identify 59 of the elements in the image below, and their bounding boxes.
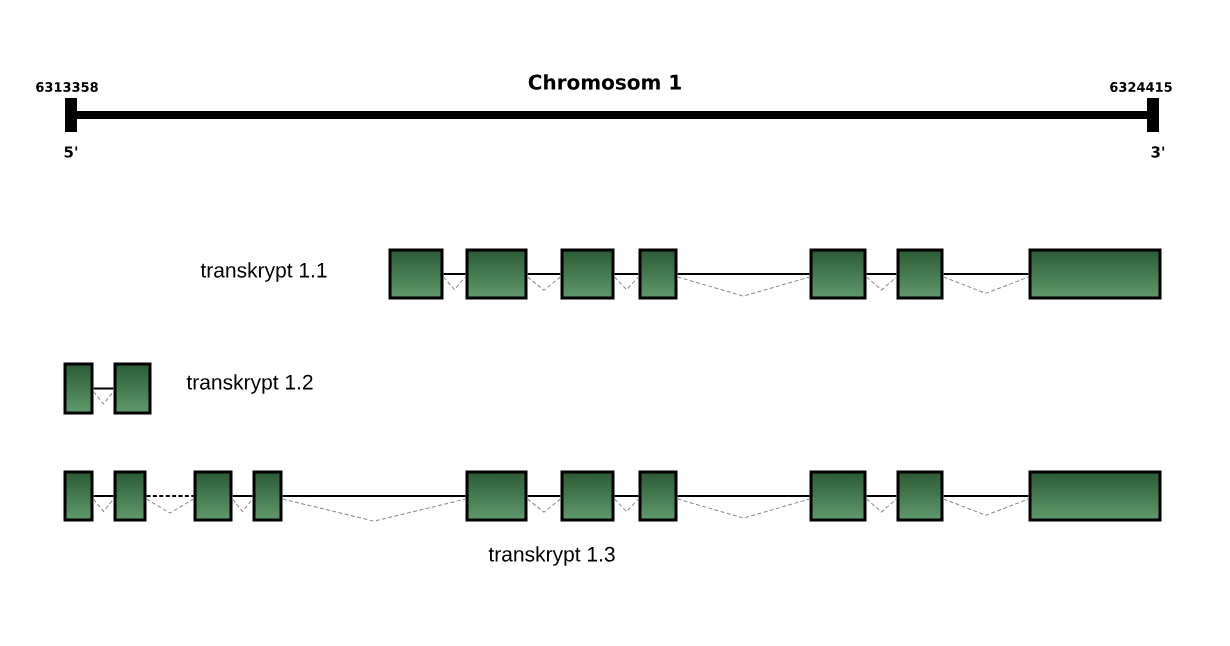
exon-box bbox=[113, 362, 152, 415]
exon-box bbox=[896, 248, 944, 300]
splice-line bbox=[866, 498, 897, 513]
intron-line bbox=[942, 495, 1030, 497]
intron-line bbox=[145, 495, 195, 497]
exon-box bbox=[638, 470, 678, 522]
exon-box bbox=[113, 470, 147, 522]
title: Chromosom 1 bbox=[528, 74, 681, 90]
splice-line bbox=[93, 391, 114, 405]
intron-line bbox=[92, 495, 115, 497]
exon-box bbox=[252, 470, 283, 522]
splice-line bbox=[93, 498, 114, 512]
coordinate-label: 6324415 bbox=[1110, 82, 1172, 92]
splice-line bbox=[943, 498, 1029, 516]
intron-line bbox=[676, 273, 811, 275]
exon-box bbox=[465, 248, 528, 300]
strand-end-label: 5' bbox=[64, 146, 78, 158]
exon-box bbox=[809, 470, 867, 522]
intron-line bbox=[613, 273, 640, 275]
splice-line bbox=[677, 498, 810, 519]
intron-line bbox=[231, 495, 254, 497]
transcript-label: transkrypt 1.3 bbox=[488, 546, 615, 566]
splice-line bbox=[232, 498, 253, 512]
exon-box bbox=[388, 248, 444, 300]
transcript-label: transkrypt 1.2 bbox=[186, 374, 313, 394]
splice-line bbox=[943, 276, 1029, 294]
splice-line bbox=[866, 276, 897, 291]
intron-line bbox=[865, 495, 898, 497]
exon-box bbox=[560, 470, 615, 522]
intron-line bbox=[442, 273, 467, 275]
exon-box bbox=[63, 470, 94, 522]
splice-line bbox=[614, 498, 639, 513]
splice-line bbox=[677, 276, 810, 297]
splice-line bbox=[527, 498, 561, 513]
intron-line bbox=[92, 387, 115, 390]
intron-line bbox=[942, 273, 1030, 275]
strand-end-label: 3' bbox=[1151, 146, 1165, 158]
splice-line bbox=[146, 498, 194, 514]
intron-line bbox=[865, 273, 898, 275]
splice-line bbox=[614, 276, 639, 291]
intron-line bbox=[676, 495, 811, 497]
intron-line bbox=[526, 273, 562, 275]
splice-line bbox=[527, 276, 561, 291]
exon-box bbox=[1028, 248, 1162, 300]
exon-box bbox=[560, 248, 615, 300]
exon-box bbox=[809, 248, 867, 300]
intron-line bbox=[613, 495, 640, 497]
exon-box bbox=[193, 470, 233, 522]
intron-line bbox=[281, 495, 467, 497]
exon-box bbox=[638, 248, 678, 300]
intron-line bbox=[526, 495, 562, 497]
splice-line bbox=[443, 276, 466, 290]
exon-box bbox=[896, 470, 944, 522]
exon-box bbox=[1028, 470, 1162, 522]
exon-box bbox=[465, 470, 528, 522]
splice-line bbox=[282, 498, 466, 522]
coordinate-label: 6313358 bbox=[36, 82, 98, 92]
exon-box bbox=[63, 362, 94, 415]
transcript-label: transkrypt 1.1 bbox=[200, 262, 327, 282]
